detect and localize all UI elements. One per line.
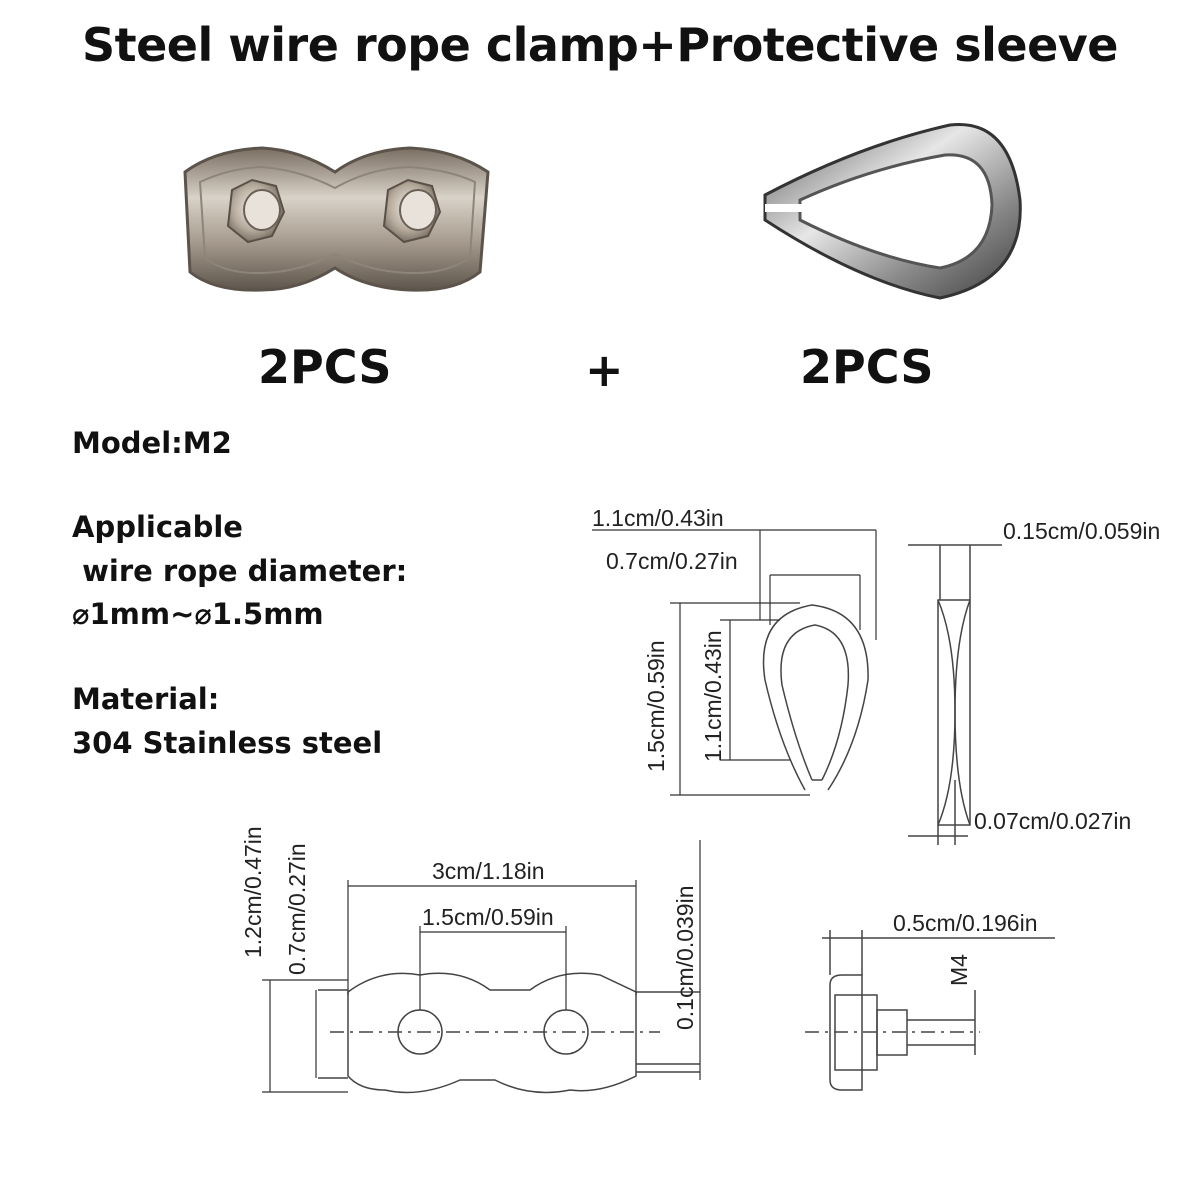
page-title: Steel wire rope clamp+Protective sleeve <box>81 18 1119 72</box>
thimble-groove-thickness-label: 0.07cm/0.027in <box>974 808 1132 834</box>
thimble-inner-width-label: 0.7cm/0.27in <box>606 548 738 574</box>
model-label: Model:M2 <box>72 426 232 460</box>
clamp-side-drawing <box>805 930 1055 1091</box>
clamp-photo <box>183 146 490 292</box>
clamp-side-width-label: 0.5cm/0.196in <box>893 910 1038 936</box>
clamp-plate-thickness-label: 0.1cm/0.039in <box>672 885 698 1030</box>
clamp-inner-height-label: 0.7cm/0.27in <box>284 843 310 975</box>
sleeve-quantity: 2PCS <box>800 340 934 394</box>
clamp-drawing <box>318 972 700 1094</box>
clamp-hole-spacing-label: 1.5cm/0.59in <box>422 904 554 930</box>
material-line-2: 304 Stainless steel <box>72 726 383 760</box>
thimble-photo <box>763 122 1022 300</box>
nut-left <box>226 178 286 244</box>
applicable-line-1: Applicable <box>72 510 243 544</box>
thimble-dim-lines <box>592 529 877 796</box>
thimble-outer-height-label: 1.5cm/0.59in <box>643 640 669 772</box>
clamp-outer-height-label: 1.2cm/0.47in <box>240 826 266 958</box>
plus-sign: + <box>585 343 624 397</box>
bolt-size-label: M4 <box>946 954 972 986</box>
thimble-front-drawing <box>762 604 869 791</box>
thimble-outer-width-label: 1.1cm/0.43in <box>592 505 724 531</box>
applicable-line-3: ⌀1mm~⌀1.5mm <box>72 597 324 631</box>
thimble-side-thickness-label: 0.15cm/0.059in <box>1003 518 1161 544</box>
clamp-quantity: 2PCS <box>258 340 392 394</box>
thimble-side-drawing <box>908 544 1002 845</box>
thimble-inner-height-label: 1.1cm/0.43in <box>700 630 726 762</box>
clamp-dim-lines <box>262 840 701 1093</box>
nut-right <box>382 178 442 244</box>
clamp-length-label: 3cm/1.18in <box>432 858 545 884</box>
applicable-line-2: wire rope diameter: <box>72 554 408 588</box>
material-line-1: Material: <box>72 682 220 716</box>
